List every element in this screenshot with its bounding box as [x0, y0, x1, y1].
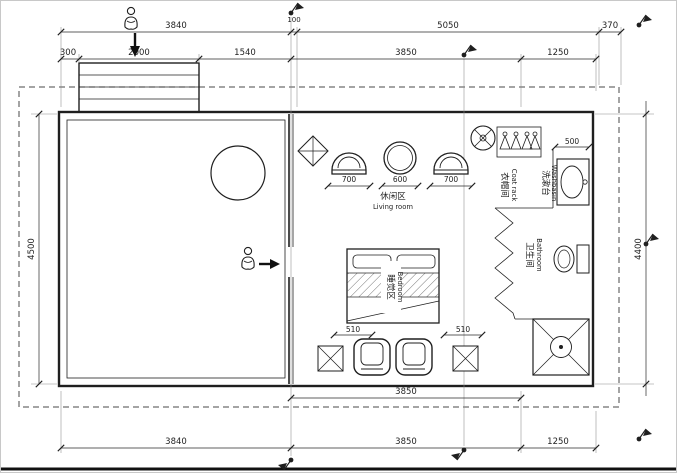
- dimension-bottom-row-1: 3850: [287, 387, 525, 402]
- site-boundary: [18, 86, 620, 408]
- dim-top2-3850: 3850: [395, 48, 417, 58]
- dim-bedside-left: 510: [346, 325, 361, 334]
- furniture-dims-bedside: 510 510: [330, 325, 486, 339]
- dim-top1-370: 370: [602, 21, 618, 31]
- coat-rack: [496, 126, 542, 158]
- armchair: [433, 152, 469, 175]
- bedroom: 睡觉区 Bedroom 510 510: [317, 248, 486, 376]
- round-stool: [383, 141, 417, 175]
- side-table: [317, 345, 344, 372]
- building-outline: [57, 62, 595, 388]
- bathroom: 卫生间 Bathroom: [524, 238, 590, 376]
- section-marker: [288, 2, 305, 16]
- washbasin-area: 500 洗漱台 Washbasin: [540, 137, 593, 206]
- dimension-top-row-1: 3840 100 5050 370: [57, 16, 625, 36]
- entry-arrow-down: [130, 33, 140, 57]
- entry-steps: [78, 62, 200, 113]
- dimension-left: 4500: [27, 110, 43, 388]
- door-arrow-right: [259, 259, 280, 269]
- washbasin-counter: [556, 158, 590, 206]
- deck-room: [210, 145, 280, 270]
- hanger-icon: [529, 131, 541, 150]
- bed: 睡觉区 Bedroom: [346, 248, 440, 324]
- hanger-icon: [499, 131, 511, 150]
- bedroom-label-en: Bedroom: [396, 272, 404, 303]
- svg-text:500: 500: [565, 137, 580, 146]
- shower: [532, 318, 590, 376]
- living-label-en: Living room: [373, 203, 413, 211]
- dim-armchair-left: 700: [342, 175, 357, 184]
- dimension-bottom-row-2: 3840 3850 1250: [57, 437, 600, 452]
- faucet: [582, 179, 588, 185]
- dim-top2-1540: 1540: [234, 48, 256, 58]
- dimension-right: 4400: [634, 101, 650, 396]
- section-marker: [450, 447, 467, 461]
- coatrack-label-en: Coat rack: [510, 169, 518, 202]
- dim-washbasin: 500: [551, 137, 593, 151]
- dim-stool: 600: [393, 175, 408, 184]
- armchair: [331, 152, 367, 175]
- bedroom-label-zh: 睡觉区: [385, 274, 396, 300]
- extension-lines: [31, 27, 654, 453]
- lounge-chair: [395, 338, 433, 376]
- dim-bot1-3850: 3850: [395, 387, 417, 397]
- dim-top1-5050: 5050: [437, 21, 459, 31]
- dim-top1-3840: 3840: [165, 21, 187, 31]
- dim-top1-100: 100: [287, 16, 300, 24]
- dim-left-4500: 4500: [27, 238, 37, 260]
- dim-armchair-right: 700: [444, 175, 459, 184]
- section-marker: [636, 428, 653, 442]
- entry-indicator: [124, 6, 140, 57]
- section-lines: [277, 2, 660, 471]
- person-figure: [124, 6, 138, 30]
- decor-diamond: [297, 135, 329, 167]
- dim-bedside-right: 510: [456, 325, 471, 334]
- dim-bot2-3840: 3840: [165, 437, 187, 447]
- dim-top2-1250: 1250: [547, 48, 569, 58]
- round-table: [210, 145, 266, 201]
- hanger-icon: [521, 131, 533, 150]
- coat-rack-area: 衣帽间 Coat rack: [470, 125, 542, 202]
- fan-symbol: [470, 125, 496, 151]
- living-label-zh: 休闲区: [380, 191, 406, 202]
- section-marker: [636, 14, 653, 28]
- coatrack-label-zh: 衣帽间: [499, 172, 510, 198]
- bathroom-label-zh: 卫生间: [524, 242, 535, 268]
- side-table: [452, 345, 479, 372]
- washbasin-label-zh: 洗漱台: [540, 170, 551, 196]
- dim-right-4400: 4400: [634, 238, 644, 260]
- living-room: 700 600 700 休闲区 Living room: [297, 135, 476, 211]
- dim-top2-300: 300: [60, 48, 76, 58]
- bathroom-label-en: Bathroom: [535, 238, 543, 272]
- zigzag-partition: [494, 207, 516, 320]
- toilet: [553, 244, 590, 274]
- hanger-icon: [510, 131, 522, 150]
- washbasin-label-en: Washbasin: [550, 165, 558, 202]
- dim-bot2-1250: 1250: [547, 437, 569, 447]
- dimension-top-row-2: 300 2000 1540 3850 1250: [57, 48, 600, 63]
- furniture-dims-chairs: 700 600 700: [324, 175, 476, 190]
- pillow: [396, 254, 436, 269]
- section-marker: [461, 44, 478, 58]
- dim-bot2-3850: 3850: [395, 437, 417, 447]
- person-figure: [241, 246, 255, 270]
- deck-inner-edge: [66, 119, 286, 379]
- lounge-chair: [353, 338, 391, 376]
- dim-top2-2000: 2000: [128, 48, 150, 58]
